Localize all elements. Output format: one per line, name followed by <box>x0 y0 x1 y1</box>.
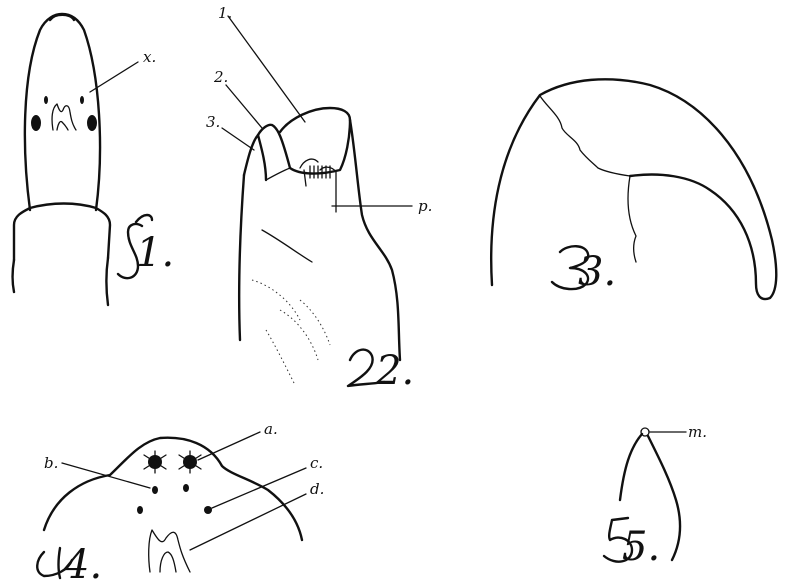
fig3-base-line <box>628 176 636 262</box>
fig4-label-c-leader <box>212 468 306 508</box>
fig4-head-outline <box>44 438 302 540</box>
fig3-suture <box>540 96 630 176</box>
fig4-jaws <box>149 530 190 572</box>
figure-5: m. 5. <box>604 423 707 570</box>
fig1-label-x-leader <box>90 62 138 92</box>
fig2-inner-fold <box>262 230 312 262</box>
fig5-tip <box>641 428 649 436</box>
fig4-label-d-leader <box>190 494 306 550</box>
fig2-dotted-lines-1 <box>252 280 300 385</box>
fig5-number: 5. <box>622 524 660 570</box>
fig4-label-d: d. <box>310 480 324 498</box>
fig1-spot-right <box>80 96 84 104</box>
fig1-head-outline <box>25 14 100 210</box>
fig2-inner-line <box>266 168 290 180</box>
fig2-label-3: 3. <box>206 113 220 131</box>
fig4-spot-lower-left <box>137 506 143 514</box>
fig4-label-a: a. <box>264 420 278 438</box>
fig1-eye-right <box>87 115 97 131</box>
fig2-label-p: p. <box>418 197 432 215</box>
fig4-spot-c <box>204 506 212 514</box>
fig1-label-x: x. <box>143 48 156 66</box>
fig5-label-m: m. <box>688 423 707 441</box>
figure-4: a. b. c. d. 4. <box>37 420 324 581</box>
fig4-spot-b-left <box>152 486 158 494</box>
fig2-label-3-leader <box>222 128 254 150</box>
fig3-outer-curve <box>491 79 776 299</box>
fig2-outline-right <box>350 120 400 360</box>
fig1-snout-tip <box>50 15 74 20</box>
fig5-outer-line <box>620 434 642 500</box>
fig2-label-2: 2. <box>213 68 228 86</box>
fig2-segment-2 <box>258 125 290 168</box>
figure-1: x. 1. <box>13 14 175 305</box>
fig2-label-2-leader <box>226 85 262 128</box>
fig1-spot-left <box>44 96 48 104</box>
fig1-number: 1. <box>136 230 174 276</box>
fig2-label-1: 1. <box>218 4 232 22</box>
fig1-body-right <box>107 258 109 305</box>
fig2-dotted-lines-2 <box>280 300 330 360</box>
fig2-segment-1 <box>280 108 350 174</box>
figure-2: 1. 2. 3. p. 2. <box>206 4 432 394</box>
fig1-eye-left <box>31 115 41 131</box>
fig2-palp <box>300 159 336 212</box>
fig3-number: 3. <box>578 249 616 295</box>
fig4-label-b: b. <box>44 454 58 472</box>
fig4-label-a-leader <box>198 432 260 460</box>
fig2-segment-3 <box>244 135 266 180</box>
fig4-eye-left <box>144 451 166 473</box>
fig4-label-c: c. <box>310 454 323 472</box>
fig4-label-b-leader <box>62 463 150 488</box>
figure-3: 3. <box>491 79 776 299</box>
fig4-spot-b-right <box>183 484 189 492</box>
fig1-collar <box>14 204 110 261</box>
fig1-jaws <box>52 104 76 130</box>
fig4-eye-right <box>179 451 201 473</box>
fig2-label-1-leader <box>228 16 305 122</box>
fig4-number: 4. <box>63 542 102 581</box>
fig2-number: 2. <box>375 348 414 394</box>
fig1-body-left <box>13 260 15 292</box>
fig2-outer-outline <box>239 175 244 340</box>
